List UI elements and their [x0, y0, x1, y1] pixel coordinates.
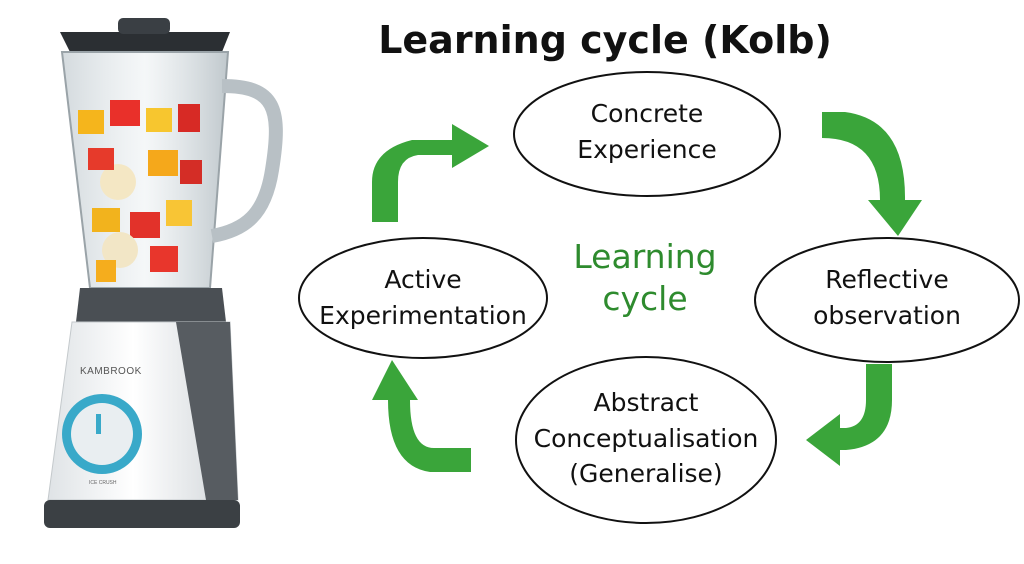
arrow-abstract-to-active — [372, 360, 471, 472]
center-label: Learning cycle — [555, 236, 735, 320]
node-concrete-line-1: Concrete — [590, 99, 704, 128]
arrow-reflective-to-abstract — [806, 364, 892, 466]
node-active-label: Active Experimentation — [313, 262, 533, 333]
arrow-concrete-to-reflective — [822, 112, 922, 236]
dial-label: ICE CRUSH — [89, 480, 117, 486]
node-reflective-label: Reflective observation — [787, 262, 987, 333]
node-abstract-label: Abstract Conceptualisation (Generalise) — [516, 385, 776, 492]
node-active-line-2: Experimentation — [319, 300, 527, 330]
center-label-line-1: Learning — [573, 237, 717, 276]
blender-image: KAMBROOK ICE CRUSH — [44, 18, 283, 528]
fruit-pieces — [78, 100, 202, 282]
node-concrete-ellipse — [513, 71, 781, 197]
node-abstract-line-3: (Generalise) — [569, 459, 723, 488]
node-active-ellipse — [298, 237, 548, 359]
node-reflective-line-1: Reflective — [825, 265, 949, 294]
blender-feet — [44, 500, 240, 528]
node-reflective-ellipse — [754, 237, 1020, 363]
node-abstract-line-1: Abstract — [593, 388, 699, 417]
blender-handle — [210, 79, 283, 243]
blender-lid — [60, 32, 230, 52]
diagram-title: Learning cycle (Kolb) — [378, 18, 832, 62]
node-reflective-line-2: observation — [813, 300, 961, 330]
brand-label: KAMBROOK — [80, 366, 142, 377]
node-concrete-label: Concrete Experience — [547, 96, 747, 167]
lid-cap — [118, 18, 170, 34]
center-label-line-2: cycle — [602, 279, 688, 319]
node-abstract-line-2: Conceptualisation — [533, 423, 759, 453]
arrow-active-to-concrete — [372, 124, 489, 222]
node-concrete-line-2: Experience — [577, 134, 717, 164]
blender-collar — [76, 288, 226, 322]
node-active-line-1: Active — [384, 265, 462, 294]
node-abstract-ellipse — [515, 356, 777, 524]
